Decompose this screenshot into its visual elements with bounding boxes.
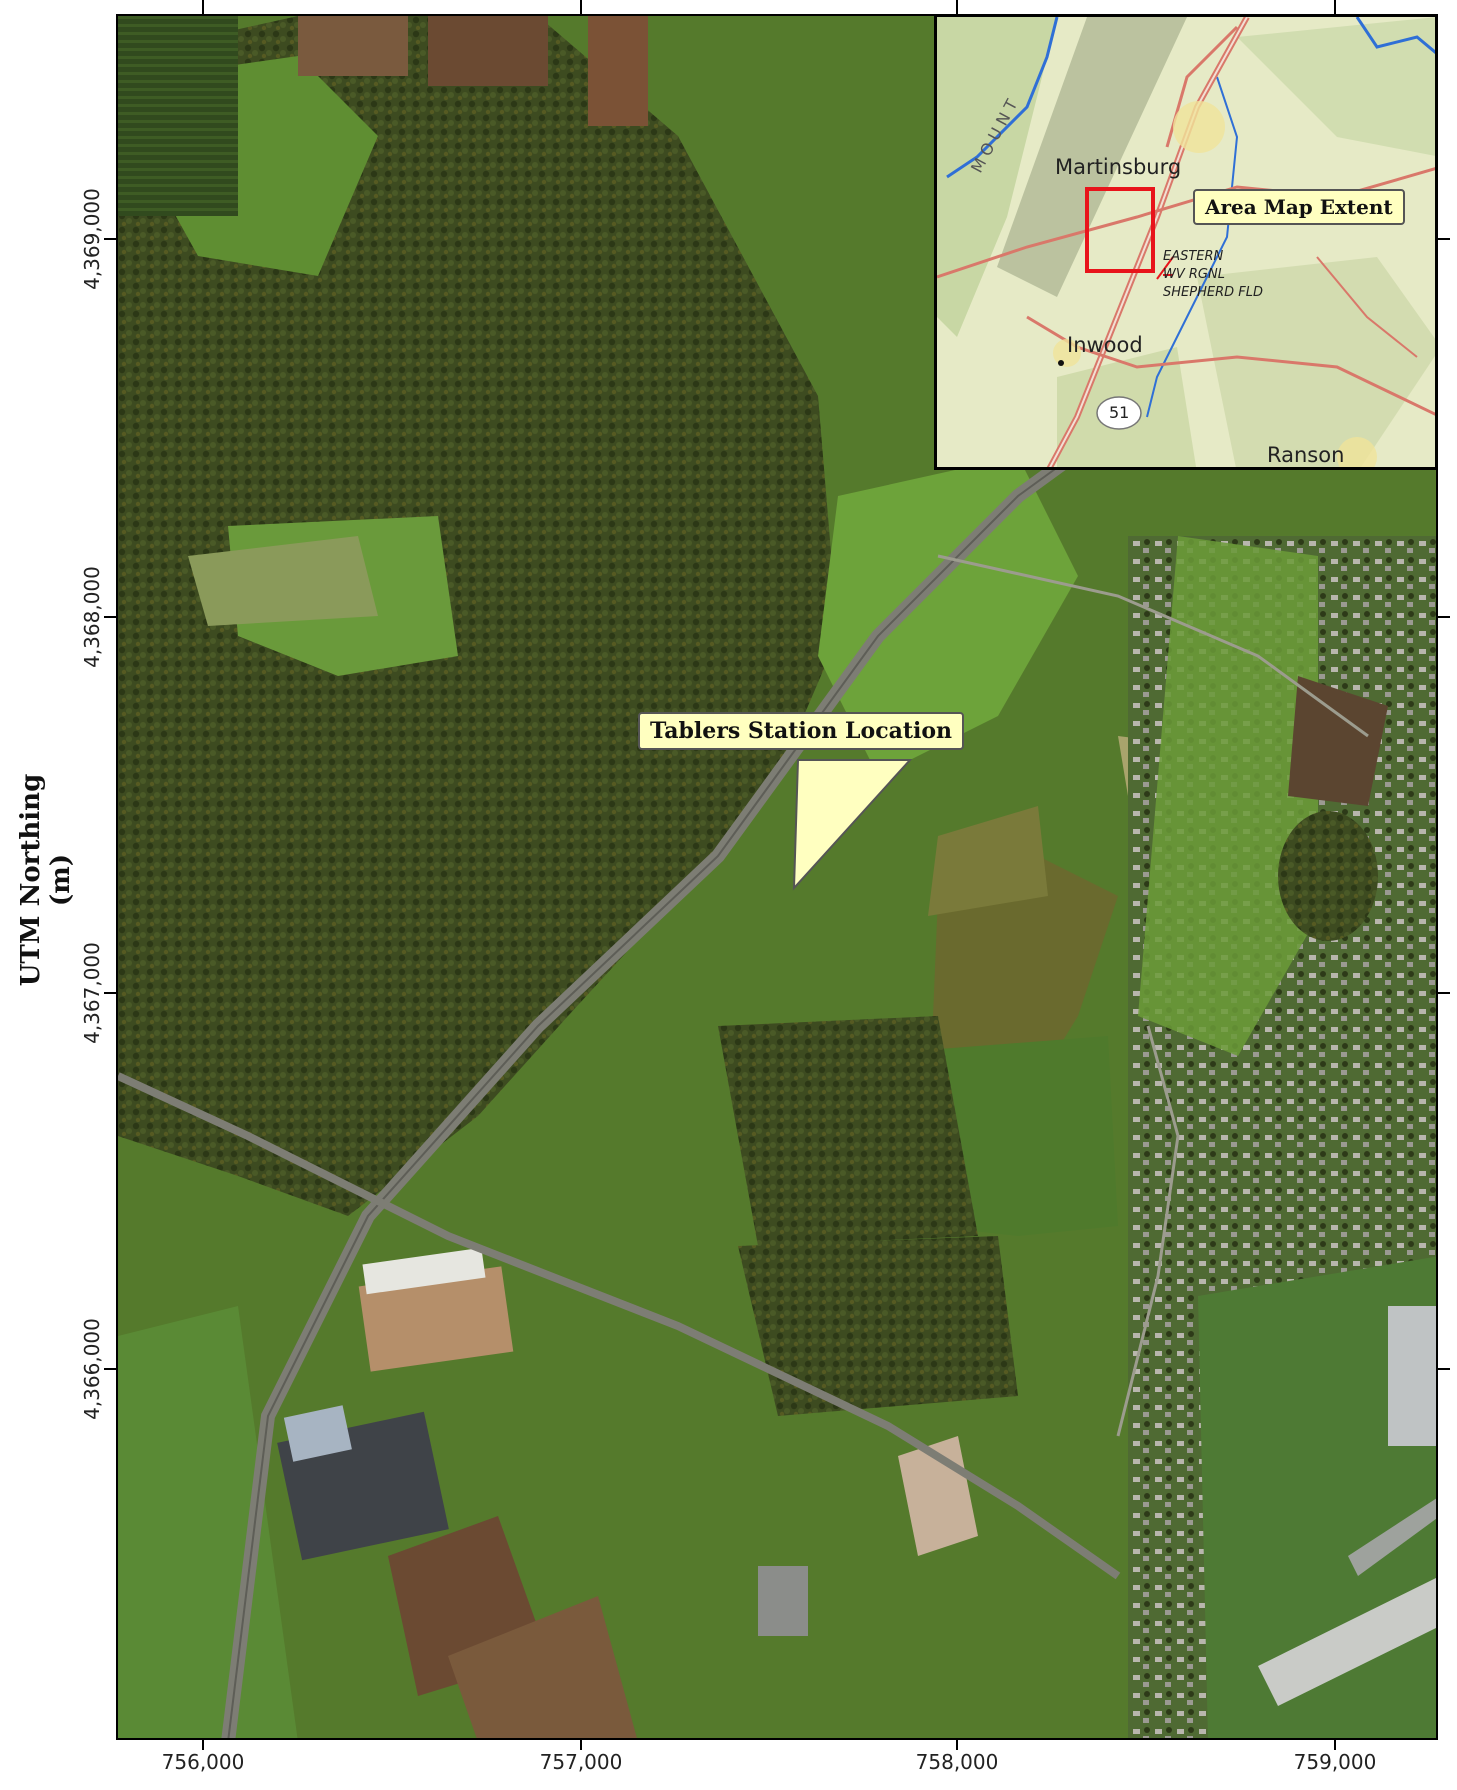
tilled-field-1 bbox=[298, 16, 408, 76]
station-callout: Tablers Station Location bbox=[638, 712, 965, 750]
x-tick-label-756000: 756,000 bbox=[161, 1750, 245, 1774]
field-sw bbox=[118, 1306, 298, 1738]
x-tick-757000 bbox=[580, 0, 582, 14]
inset-basemap bbox=[937, 17, 1435, 467]
inset-label-airport-line3: SHEPHERD FLD bbox=[1163, 285, 1263, 300]
field-hay bbox=[188, 536, 378, 626]
inset-label-airport-line2: WV RGNL bbox=[1163, 267, 1225, 282]
inset-town-martinsburg bbox=[1173, 101, 1225, 153]
y-tick-label-4368000: 4,368,000 bbox=[80, 566, 104, 668]
tilled-field-2 bbox=[428, 16, 548, 86]
inset-river-west bbox=[946, 17, 1059, 179]
x-tick-759000 bbox=[1334, 0, 1336, 14]
inset-label-inwood: Inwood bbox=[1067, 333, 1143, 357]
y-tick-4368000-right bbox=[1438, 616, 1450, 618]
x-tick-756000-bottom bbox=[202, 1740, 204, 1750]
x-tick-759000-bottom bbox=[1334, 1740, 1336, 1750]
field-hay-small bbox=[928, 806, 1048, 916]
inset-extent-callout: Area Map Extent bbox=[1193, 189, 1405, 225]
forest-south bbox=[718, 1016, 978, 1246]
aerial-imagery bbox=[118, 16, 1436, 1738]
factory-roof-blue bbox=[283, 1405, 352, 1462]
tilled-field-3 bbox=[588, 16, 648, 126]
warehouse-roof bbox=[358, 1266, 514, 1372]
building-south bbox=[758, 1566, 808, 1636]
x-tick-758000-bottom bbox=[956, 1740, 958, 1750]
x-tick-758000 bbox=[956, 0, 958, 14]
y-tick-label-4367000: 4,367,000 bbox=[80, 942, 104, 1044]
inset-river-north bbox=[1355, 17, 1435, 54]
inset-route-shield bbox=[1096, 396, 1142, 430]
x-tick-756000 bbox=[202, 0, 204, 14]
inset-label-airport-line1: EASTERN bbox=[1163, 249, 1224, 264]
x-tick-label-757000: 757,000 bbox=[539, 1750, 623, 1774]
field-central bbox=[818, 456, 1078, 776]
warehouse-roof-light bbox=[362, 1247, 486, 1295]
forest-ridge bbox=[478, 296, 758, 716]
y-tick-4368000 bbox=[104, 616, 116, 618]
station-callout-label: Tablers Station Location bbox=[650, 718, 953, 744]
inset-town-inwood bbox=[1053, 339, 1081, 367]
tree-grove-east bbox=[1278, 811, 1378, 941]
inset-extent-callout-label: Area Map Extent bbox=[1205, 195, 1393, 219]
orchard-nw bbox=[118, 16, 238, 216]
x-tick-label-758000: 758,000 bbox=[915, 1750, 999, 1774]
inset-town-ranson bbox=[1337, 437, 1377, 467]
x-tick-label-759000: 759,000 bbox=[1293, 1750, 1377, 1774]
highway-median bbox=[227, 415, 1129, 1738]
tilled-field-sw2 bbox=[448, 1596, 637, 1738]
aerial-map[interactable] bbox=[116, 14, 1438, 1740]
inset-locator-map[interactable]: Martinsburg Inwood Ranson EASTERN WV RGN… bbox=[934, 14, 1438, 470]
inset-extent-rectangle bbox=[1085, 187, 1155, 273]
y-tick-4366000 bbox=[104, 1368, 116, 1370]
inset-river-creek bbox=[1146, 76, 1239, 418]
y-tick-label-4366000: 4,366,000 bbox=[80, 1318, 104, 1420]
y-tick-4369000-right bbox=[1438, 238, 1450, 240]
taxiway bbox=[1348, 1498, 1436, 1576]
x-tick-757000-bottom bbox=[580, 1740, 582, 1750]
tilled-field-east bbox=[1288, 676, 1388, 806]
y-tick-4366000-right bbox=[1438, 1368, 1450, 1370]
road-cross bbox=[118, 1072, 1121, 1580]
y-tick-4367000-right bbox=[1438, 992, 1450, 994]
y-tick-4367000 bbox=[104, 992, 116, 994]
callout-pointer bbox=[792, 759, 913, 891]
road-minor-2 bbox=[1116, 1025, 1180, 1437]
y-tick-label-4369000: 4,369,000 bbox=[80, 188, 104, 290]
y-axis-title: UTM Northing (m) bbox=[16, 773, 76, 987]
runway bbox=[1258, 1577, 1436, 1706]
road-minor-1 bbox=[937, 554, 1369, 738]
hangar-apron bbox=[1388, 1306, 1436, 1446]
inset-label-martinsburg: Martinsburg bbox=[1055, 155, 1182, 179]
y-tick-4369000 bbox=[104, 238, 116, 240]
inset-label-route-51: 51 bbox=[1109, 403, 1130, 422]
inset-label-ranson: Ranson bbox=[1267, 443, 1345, 467]
forest-south-2 bbox=[738, 1236, 1018, 1416]
mountain-ridge bbox=[997, 17, 1187, 297]
